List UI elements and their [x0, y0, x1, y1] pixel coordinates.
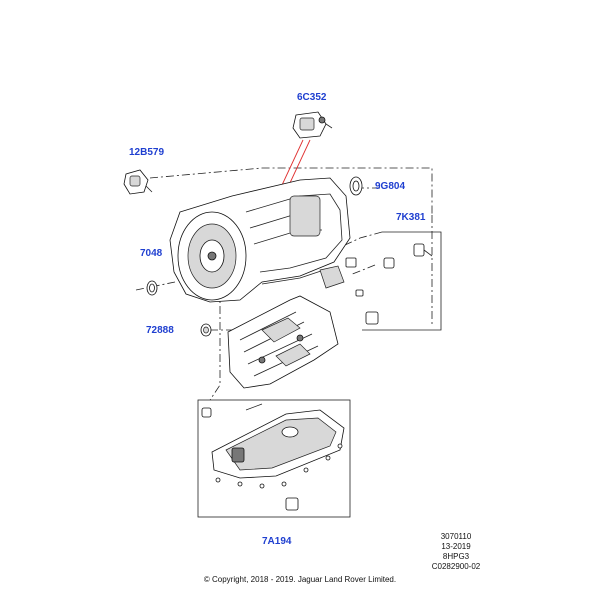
callout-72888[interactable]: 72888 [146, 325, 174, 336]
copyright-notice: © Copyright, 2018 - 2019. Jaguar Land Ro… [203, 575, 397, 584]
diagram-reference-block: 3070110 13-2019 8HPG3 C0282900-02 [424, 532, 488, 572]
oil-pan-part [201, 403, 345, 511]
filler-plug-bracket [362, 231, 442, 331]
diagram-ref-number: 3070110 [440, 532, 472, 541]
plug-connector-part [123, 169, 153, 195]
speed-sensor-part [292, 111, 333, 139]
valve-seal-part [200, 323, 212, 337]
valve-body [227, 295, 339, 389]
callout-7a194[interactable]: 7A194 [262, 536, 292, 547]
diagram-ref-date: 13-2019 [441, 542, 471, 551]
diagram-ref-code: C0282900-02 [431, 562, 481, 571]
callout-7048[interactable]: 7048 [140, 248, 163, 259]
filler-plug-parts [319, 243, 433, 325]
oil-pan-frame [197, 399, 351, 518]
callout-12b579[interactable]: 12B579 [129, 147, 165, 158]
transmission-body [169, 177, 351, 303]
callout-7k381[interactable]: 7K381 [396, 212, 426, 223]
callout-6c352[interactable]: 6C352 [297, 92, 327, 103]
callout-9g804[interactable]: 9G804 [375, 181, 406, 192]
seal-ring-part [349, 176, 363, 196]
diagram-ref-model: 8HPG3 [442, 552, 470, 561]
torque-seal-part [146, 280, 158, 296]
